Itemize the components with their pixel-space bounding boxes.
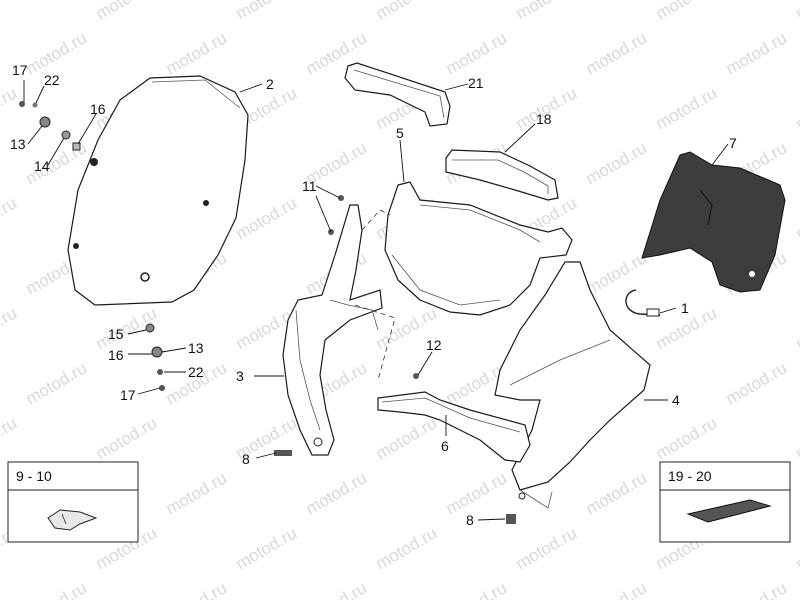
part-6-lower-bracket[interactable] [377, 391, 531, 463]
part-18-instrument-frame[interactable] [445, 149, 559, 201]
callout-17-top: 17 [12, 62, 28, 78]
watermark-text: motod.ru [373, 413, 441, 463]
watermark-text: motod.ru [373, 523, 441, 573]
watermark-text: motod.ru [23, 578, 91, 600]
callout-5: 5 [396, 125, 404, 141]
watermark-text: motod.ru [793, 303, 800, 353]
callout-4: 4 [672, 392, 680, 408]
watermark-text: motod.ru [653, 0, 721, 23]
callout-labels: 2 21 5 18 7 1 11 12 3 4 6 8 8 17 22 13 1… [10, 62, 737, 528]
watermark-text: motod.ru [793, 523, 800, 573]
watermark-text: motod.ru [373, 0, 441, 23]
watermark-text: motod.ru [443, 28, 511, 78]
watermark-text: motod.ru [513, 0, 581, 23]
part-1-clip[interactable] [625, 289, 661, 317]
callout-22-top: 22 [44, 72, 60, 88]
watermark-text: motod.ru [723, 28, 791, 78]
watermark-text: motod.ru [583, 578, 651, 600]
watermark-text: motod.ru [513, 523, 581, 573]
watermark-text: motod.ru [723, 358, 791, 408]
callout-21: 21 [468, 75, 484, 91]
watermark-text: motod.ru [303, 468, 371, 518]
callout-13-bottom: 13 [188, 340, 204, 356]
watermark-text: motod.ru [163, 468, 231, 518]
watermark-text: motod.ru [93, 413, 161, 463]
callout-12: 12 [426, 337, 442, 353]
callout-1: 1 [681, 300, 689, 316]
watermark-text: motod.ru [23, 358, 91, 408]
watermark-text: motod.ru [443, 578, 511, 600]
watermark-text: motod.ru [93, 0, 161, 23]
callout-8-left: 8 [242, 451, 250, 467]
watermark-text: motod.ru [793, 0, 800, 23]
inset-left-label: 9 - 10 [16, 468, 52, 484]
callout-16-top: 16 [90, 101, 106, 117]
watermark-text: motod.ru [0, 413, 20, 463]
callout-3: 3 [236, 368, 244, 384]
watermark-text: motod.ru [583, 468, 651, 518]
watermark-text: motod.ru [303, 578, 371, 600]
part-4-right-fairing[interactable] [494, 261, 651, 509]
watermark-text: motod.ru [0, 193, 20, 243]
part-21-trim-strip[interactable] [344, 62, 451, 127]
watermark-text: motod.ru [583, 138, 651, 188]
inset-19-20[interactable]: 19 - 20 [659, 461, 791, 543]
callout-13-top: 13 [10, 136, 26, 152]
callout-14: 14 [34, 158, 50, 174]
part-2-windscreen[interactable] [67, 75, 249, 306]
watermark-text: motod.ru [233, 523, 301, 573]
watermark-text: motod.ru [793, 193, 800, 243]
callout-18: 18 [536, 111, 552, 127]
watermark-text: motod.ru [0, 303, 20, 353]
watermark-text: motod.ru [583, 248, 651, 298]
watermark-text: motod.ru [0, 83, 20, 133]
watermark-text: motod.ru [793, 413, 800, 463]
watermark-text: motod.ru [233, 0, 301, 23]
part-3-left-fairing[interactable] [282, 204, 396, 456]
callout-2: 2 [266, 76, 274, 92]
watermark-text: motod.ru [163, 578, 231, 600]
part-5-headlight-fairing[interactable] [384, 181, 573, 316]
callout-11: 11 [302, 178, 317, 194]
callout-6: 6 [441, 438, 449, 454]
watermark-text: motod.ru [653, 413, 721, 463]
watermark-text: motod.ru [163, 28, 231, 78]
part-7-dark-panel[interactable] [641, 151, 786, 293]
watermark-text: motod.ru [653, 83, 721, 133]
watermark-text: motod.ru [0, 0, 20, 23]
callout-17-bottom: 17 [120, 387, 136, 403]
watermark-text: motod.ru [583, 28, 651, 78]
callout-8-right: 8 [466, 512, 474, 528]
callout-15: 15 [108, 326, 124, 342]
callout-16-bottom: 16 [108, 347, 124, 363]
watermark-text: motod.ru [793, 83, 800, 133]
watermark-text: motod.ru [233, 193, 301, 243]
watermark-text: motod.ru [23, 28, 91, 78]
watermark-text: motod.ru [723, 578, 791, 600]
callout-7: 7 [729, 135, 737, 151]
leader-lines [23, 80, 729, 521]
watermark-text: motod.ru [443, 468, 511, 518]
inset-right-label: 19 - 20 [668, 468, 712, 484]
callout-22-bottom: 22 [188, 364, 204, 380]
inset-9-10[interactable]: 9 - 10 [7, 461, 139, 543]
